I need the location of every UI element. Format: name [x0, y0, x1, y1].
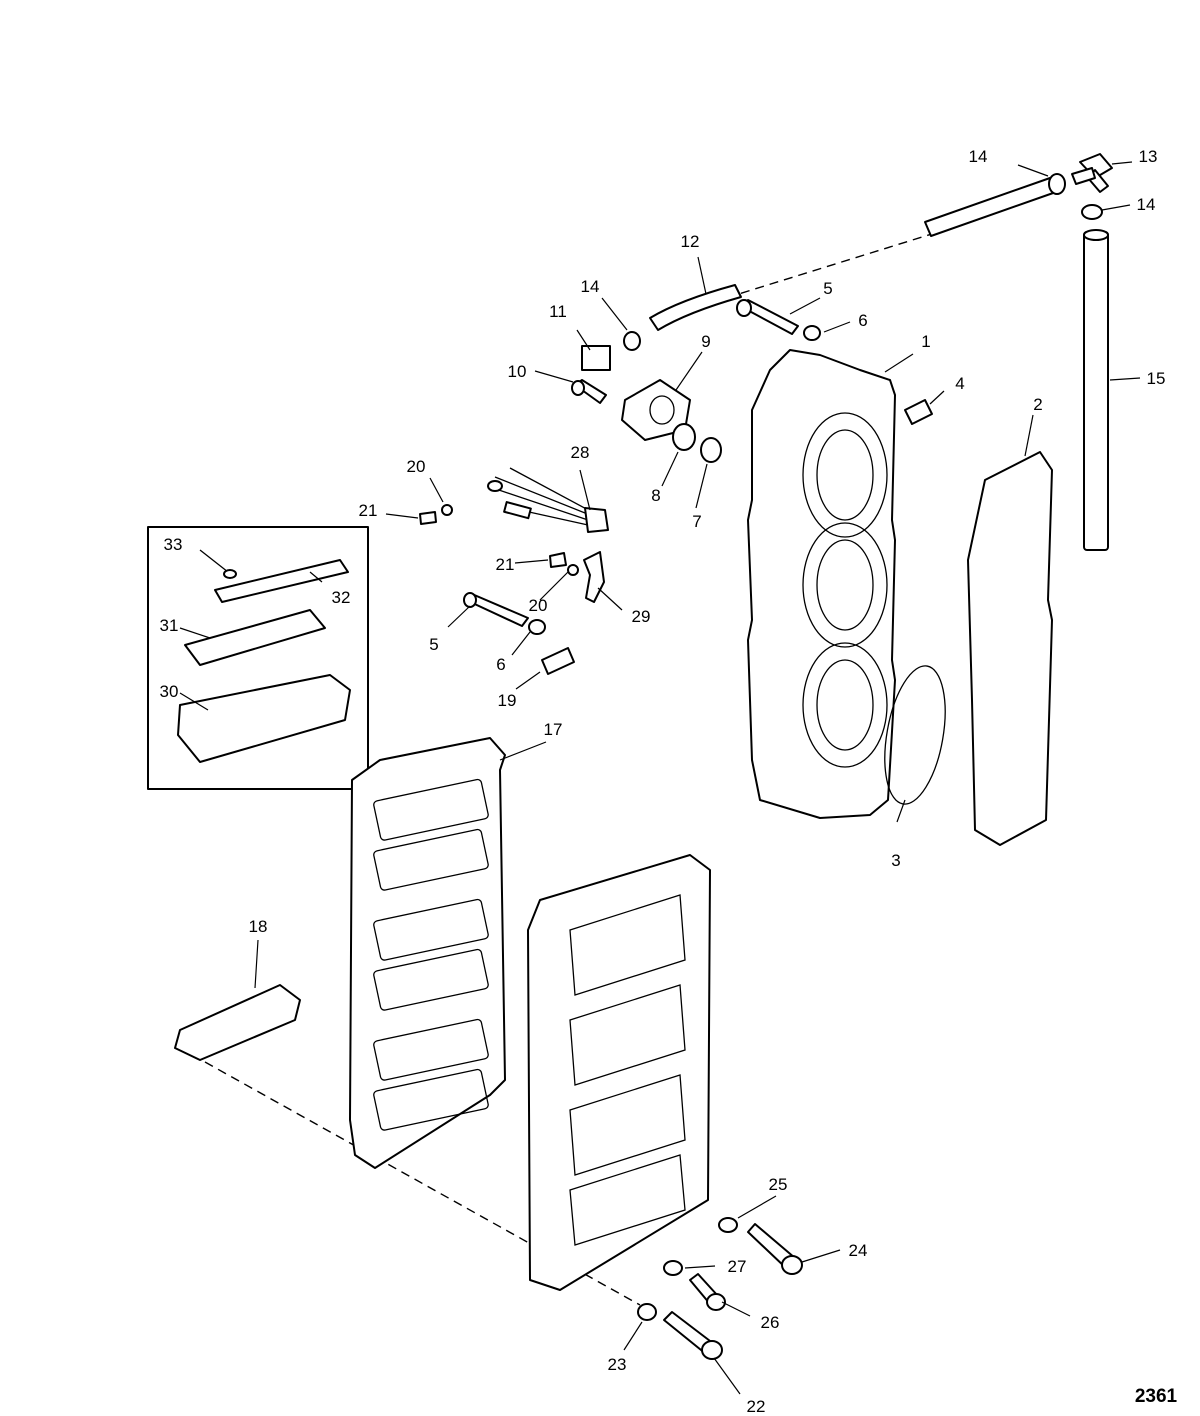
callout-29: 29 — [632, 607, 651, 626]
reed-plate-ports — [569, 894, 686, 1246]
plate-part-32 — [214, 559, 349, 603]
callout-7: 7 — [692, 512, 701, 531]
callout-28: 28 — [571, 443, 590, 462]
screw-part-22 — [663, 1311, 723, 1360]
disc-part-7 — [700, 437, 722, 463]
screw-part-33 — [199, 549, 237, 579]
callout-20-top: 20 — [407, 457, 426, 476]
callout-21-top: 21 — [359, 501, 378, 520]
callout-21-mid: 21 — [496, 555, 515, 574]
callout-2: 2 — [1033, 395, 1042, 414]
screw-part-21-upper — [419, 511, 437, 525]
callout-20-mid: 20 — [529, 596, 548, 615]
washer-part-6-upper — [803, 325, 821, 341]
callout-1: 1 — [921, 332, 930, 351]
callout-8: 8 — [651, 486, 660, 505]
harness-part-28 — [487, 467, 609, 533]
plate-part-19 — [541, 647, 575, 675]
bolt-part-5-lower — [463, 592, 529, 627]
callout-4: 4 — [955, 374, 964, 393]
leader-lines — [179, 161, 1141, 1395]
lockwasher-part-20-lower — [567, 564, 579, 576]
callout-31: 31 — [160, 616, 179, 635]
o-ring-part-3 — [884, 665, 946, 805]
bracket-part-29 — [583, 551, 605, 603]
bolt-part-5-upper — [736, 299, 799, 335]
callout-30: 30 — [160, 682, 179, 701]
screw-part-21-lower — [549, 552, 567, 568]
reed-plate — [527, 854, 711, 1291]
callout-11: 11 — [549, 302, 567, 321]
callout-19: 19 — [498, 691, 517, 710]
callout-6-mid: 6 — [496, 655, 505, 674]
washer-part-25 — [718, 1217, 738, 1233]
callout-22: 22 — [747, 1397, 766, 1416]
reed-part-18 — [174, 984, 301, 1061]
seal-part-8 — [672, 423, 696, 451]
tee-fitting-part-13 — [1071, 153, 1113, 193]
fitting-part-11 — [581, 345, 611, 371]
washer-part-6-lower — [528, 619, 546, 635]
callout-18: 18 — [249, 917, 268, 936]
hose-clamp-part-14 — [623, 173, 1103, 351]
washer-part-23 — [637, 1303, 657, 1321]
callout-5-mid: 5 — [429, 635, 438, 654]
screw-part-24 — [747, 1223, 803, 1275]
callout-27: 27 — [728, 1257, 747, 1276]
callout-6-top: 6 — [858, 311, 867, 330]
callout-25: 25 — [769, 1175, 788, 1194]
callout-14-top: 14 — [969, 147, 988, 166]
screw-part-26 — [689, 1273, 726, 1311]
callout-13: 13 — [1139, 147, 1158, 166]
callout-10: 10 — [508, 362, 527, 381]
callout-15: 15 — [1147, 369, 1166, 388]
tube-part-15 — [1083, 229, 1109, 551]
callout-24: 24 — [849, 1241, 868, 1260]
callout-labels: 14 13 14 12 14 5 6 11 9 1 10 15 4 2 28 2… — [160, 147, 1166, 1416]
pin-part-4 — [904, 399, 933, 425]
gasket-part-17 — [349, 737, 506, 1169]
figure-number: 2361 — [1135, 1386, 1178, 1407]
callout-33: 33 — [164, 535, 183, 554]
callout-26: 26 — [761, 1313, 780, 1332]
callout-3: 3 — [891, 851, 900, 870]
gasket-part-2 — [967, 451, 1053, 846]
callout-17: 17 — [544, 720, 563, 739]
reed-part-31 — [184, 609, 326, 666]
callout-5-top: 5 — [823, 279, 832, 298]
reed-block-part-30 — [177, 674, 351, 763]
hose-part-12 — [649, 177, 1057, 331]
callout-9: 9 — [701, 332, 710, 351]
callout-12: 12 — [681, 232, 700, 251]
gasket-17-openings — [373, 778, 489, 1131]
washer-part-27 — [663, 1260, 683, 1276]
callout-14-left: 14 — [581, 277, 600, 296]
callout-23: 23 — [608, 1355, 627, 1374]
lockwasher-part-20-upper — [441, 504, 453, 516]
bolt-part-10 — [571, 379, 607, 404]
callout-32: 32 — [332, 588, 351, 607]
callout-14-right: 14 — [1137, 195, 1156, 214]
cylinder-head-part-1 — [747, 349, 896, 819]
